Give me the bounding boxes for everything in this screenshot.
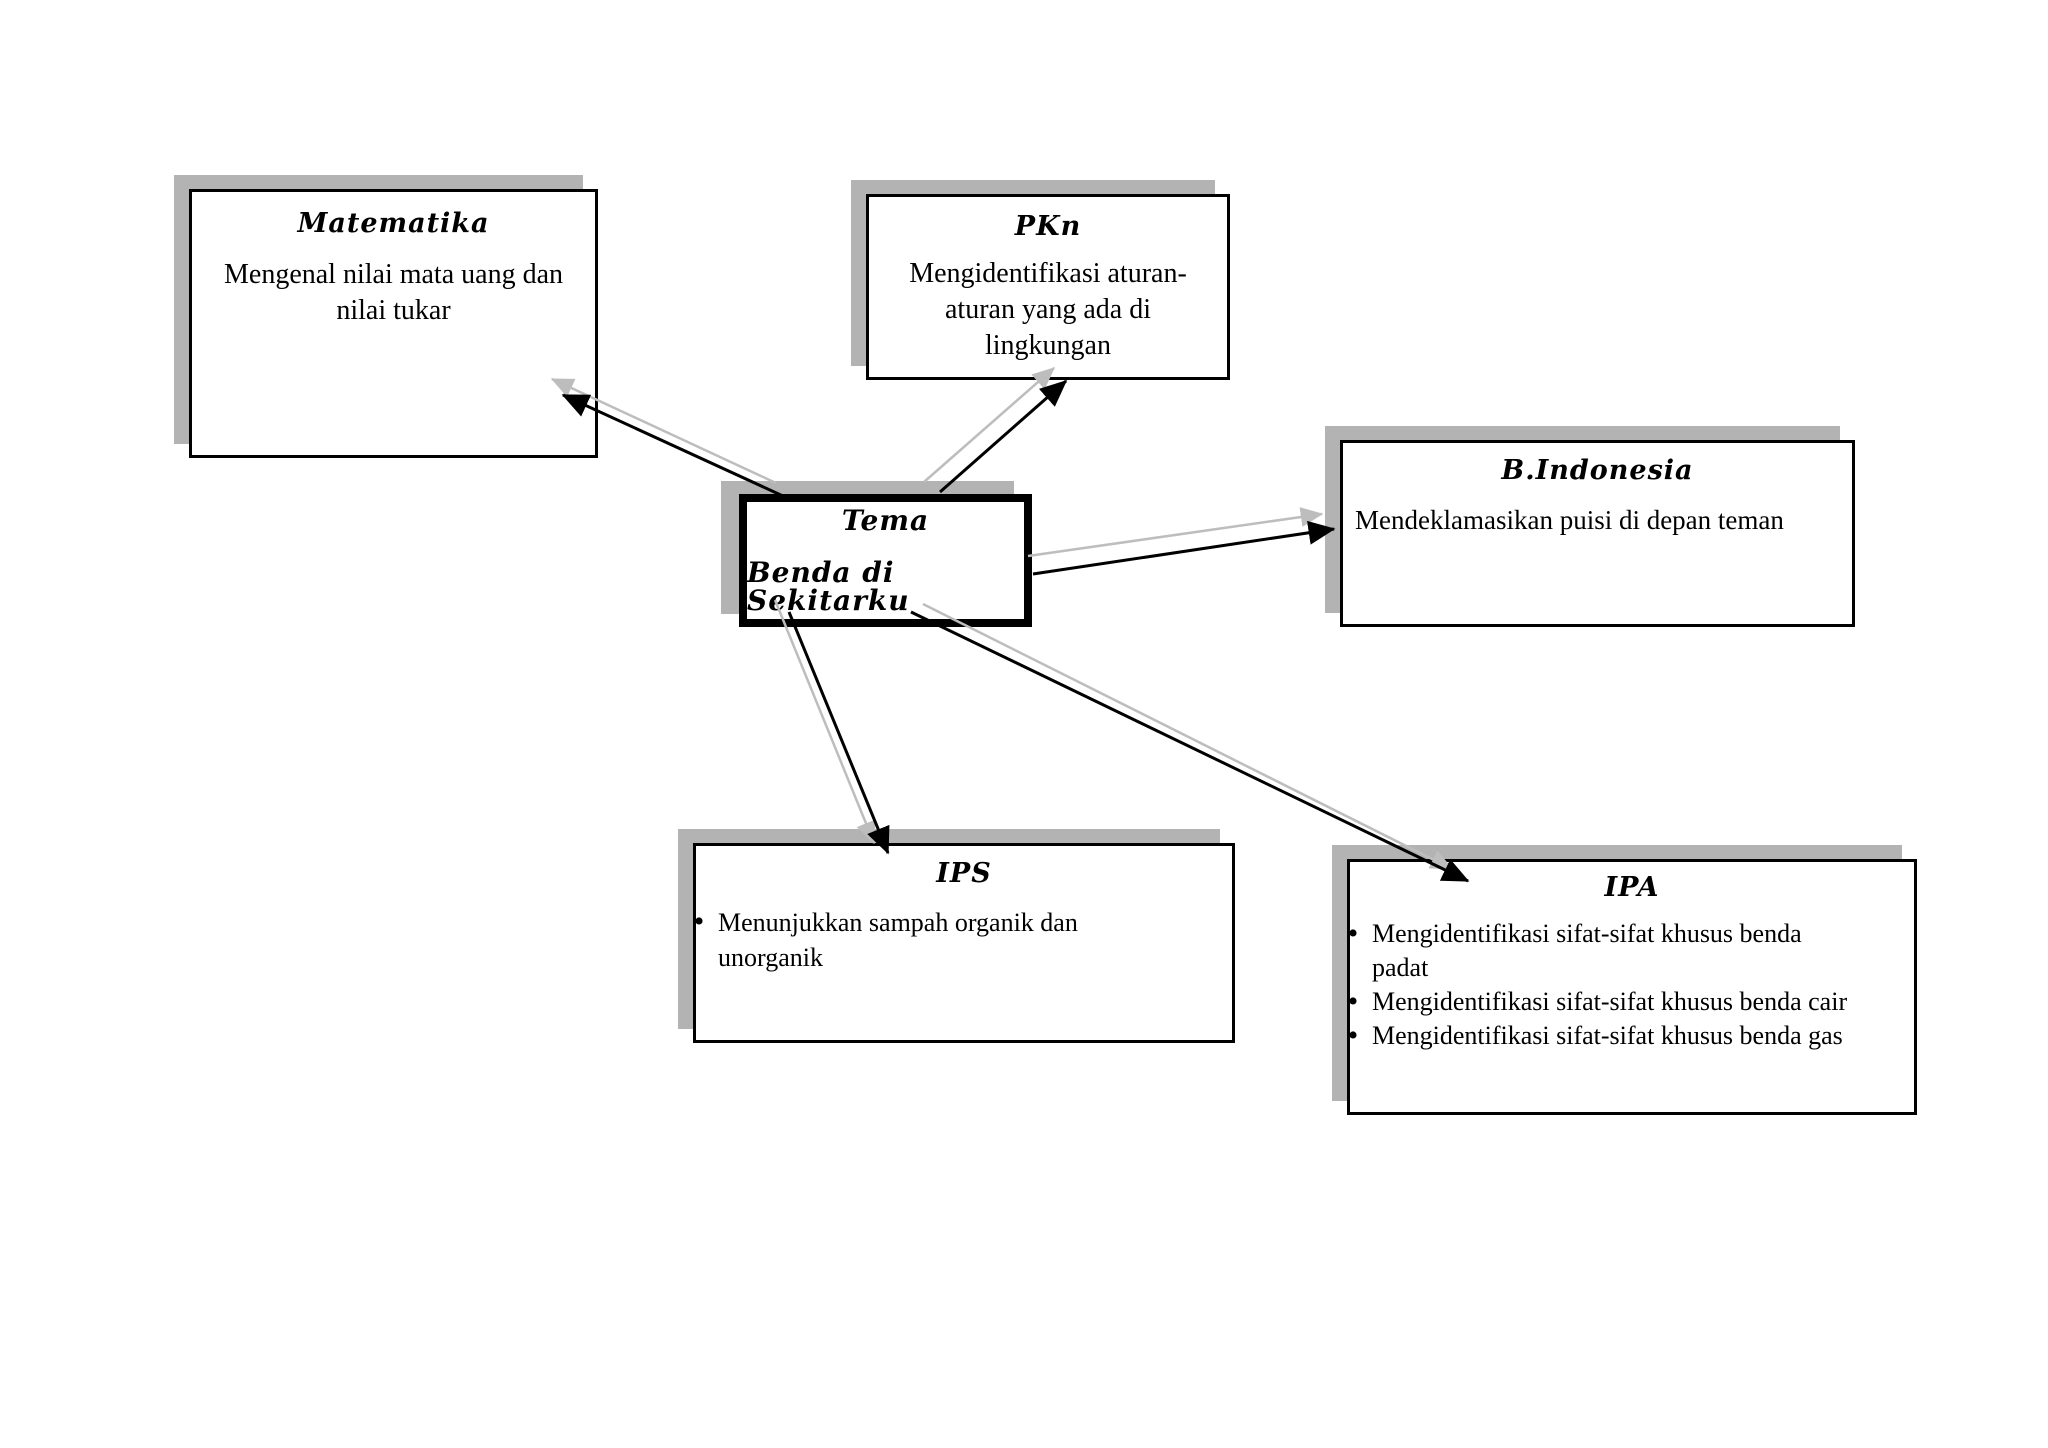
arrow-tema-to-b-indonesia: [1032, 520, 1336, 576]
node-ips-bullet-1: Menunjukkan sampah organik dan unorganik: [718, 908, 1078, 972]
tema-label: Tema: [841, 503, 930, 537]
bullet-icon: •: [1347, 917, 1359, 950]
node-matematika-line-2: nilai tukar: [336, 295, 451, 326]
node-ipa-bullet-1: Mengidentifikasi sifat-sifat khusus bend…: [1372, 919, 1802, 982]
node-ips: IPS • Menunjukkan sampah organik dan uno…: [693, 843, 1235, 1043]
bullet-icon: •: [693, 905, 705, 938]
node-ips-title: IPS: [936, 858, 992, 889]
node-pkn-line-1: Mengidentifikasi aturan-: [909, 258, 1187, 289]
arrow-tema-to-ips: [787, 611, 890, 855]
node-b-indonesia: B.Indonesia Mendeklamasikan puisi di dep…: [1340, 440, 1855, 627]
tema-sublabel: Benda di Sekitarku: [747, 555, 910, 617]
node-matematika: Matematika Mengenal nilai mata uang dan …: [189, 189, 598, 458]
node-b-indonesia-title: B.Indonesia: [1501, 455, 1694, 486]
node-ipa-title: IPA: [1604, 872, 1660, 903]
gray-arrow-tema-to-ipa: [922, 602, 1454, 871]
list-item: • Mengidentifikasi sifat-sifat khusus be…: [1348, 1019, 1914, 1053]
node-pkn-line-3: lingkungan: [985, 330, 1111, 361]
gray-arrow-tema-to-pkn: [923, 367, 1055, 483]
node-pkn-line-2: aturan yang ada di: [944, 294, 1152, 325]
list-item: • Mengidentifikasi sifat-sifat khusus be…: [1348, 917, 1914, 985]
gray-arrow-tema-to-ips: [773, 599, 876, 845]
list-item: • Mengidentifikasi sifat-sifat khusus be…: [1348, 985, 1914, 1019]
node-ipa-bullet-list: • Mengidentifikasi sifat-sifat khusus be…: [1348, 917, 1914, 1053]
node-tema-center: Tema Benda di Sekitarku: [739, 494, 1032, 627]
arrow-tema-to-ipa: [910, 610, 1470, 883]
node-matematika-body: Mengenal nilai mata uang dan nilai tukar: [192, 257, 595, 329]
bullet-icon: •: [1347, 985, 1359, 1018]
node-ipa-bullet-2: Mengidentifikasi sifat-sifat khusus bend…: [1372, 987, 1848, 1016]
node-pkn: PKn Mengidentifikasi aturan- aturan yang…: [866, 194, 1230, 380]
bullet-icon: •: [1347, 1019, 1359, 1052]
node-ipa: IPA • Mengidentifikasi sifat-sifat khusu…: [1347, 859, 1917, 1115]
list-item: • Menunjukkan sampah organik dan unorgan…: [694, 905, 1232, 975]
node-pkn-body: Mengidentifikasi aturan- aturan yang ada…: [869, 256, 1227, 364]
node-ipa-bullet-3: Mengidentifikasi sifat-sifat khusus bend…: [1372, 1021, 1843, 1050]
arrow-tema-to-pkn: [939, 379, 1068, 494]
node-b-indonesia-body: Mendeklamasikan puisi di depan teman: [1355, 505, 1784, 535]
node-ips-bullet-list: • Menunjukkan sampah organik dan unorgan…: [694, 905, 1232, 975]
node-matematika-title: Matematika: [297, 208, 490, 239]
node-pkn-title: PKn: [1014, 211, 1082, 242]
node-matematika-line-1: Mengenal nilai mata uang dan: [224, 259, 563, 290]
gray-arrow-tema-to-b-indonesia: [1027, 507, 1324, 558]
